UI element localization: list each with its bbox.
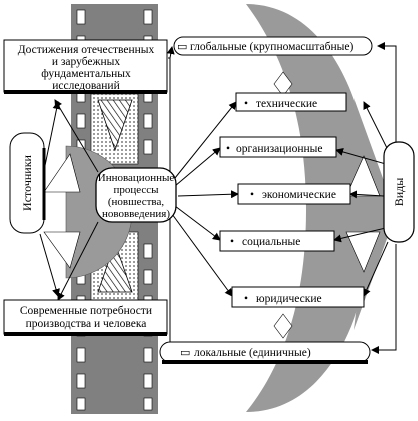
type-item-social: • социальные — [219, 230, 335, 252]
center-line-3: (новшества, — [108, 196, 164, 208]
item-bullet: • — [230, 236, 234, 248]
types-box: Виды — [383, 141, 415, 243]
center-box-innovation-processes: Инновационные процессы (новшества, новов… — [95, 167, 177, 223]
needs-line-1: Современные потребности — [20, 305, 152, 317]
local-label: локальные (единичные) — [194, 347, 311, 359]
global-types-box: ▭ глобальные (крупномасштабные) — [173, 36, 373, 56]
global-marker: ▭ — [177, 41, 187, 53]
types-label: Виды — [392, 178, 406, 207]
needs-line-2: производства и человека — [26, 318, 147, 330]
center-line-1: Инновационные — [98, 172, 175, 184]
item-label-technical: технические — [256, 98, 317, 110]
source-box-fundamental-research: Достижения отечественных и зарубежных фу… — [3, 39, 168, 94]
source-box-modern-needs: Современные потребности производства и ч… — [3, 299, 168, 336]
sources-label: Источники — [20, 154, 34, 210]
types-arrow-triangle-upper — [345, 155, 381, 197]
fan-triangle-lower — [43, 231, 81, 269]
fundamental-line-3: фундаментальных — [41, 68, 131, 80]
types-arrow-shape — [354, 98, 396, 330]
fundamental-line-1: Достижения отечественных — [18, 44, 155, 56]
fundamental-line-2: и зарубежных — [52, 56, 121, 68]
crescent-diamond-bottom — [273, 313, 293, 339]
type-item-legal: • юридические — [231, 286, 365, 308]
triangle-down-hatched — [97, 99, 133, 152]
item-label-economic: экономические — [262, 189, 336, 201]
connectors — [39, 42, 397, 354]
fundamental-line-4: исследований — [52, 80, 120, 92]
triangle-up-hatched — [97, 241, 133, 293]
item-label-organizational: организационные — [236, 143, 322, 155]
center-line-2: процессы — [113, 184, 159, 196]
fan-triangle-upper — [43, 153, 81, 193]
type-item-economic: • экономические — [237, 183, 351, 205]
local-marker: ▭ — [180, 347, 190, 359]
center-line-4: нововведения) — [102, 208, 170, 220]
type-item-organizational: • организационные — [219, 136, 337, 158]
item-label-social: социальные — [242, 236, 300, 248]
global-label: глобальные (крупномасштабные) — [190, 41, 353, 53]
item-bullet: • — [244, 293, 248, 305]
types-arrow-triangle-lower — [345, 231, 381, 273]
type-item-technical: • технические — [235, 92, 347, 112]
item-bullet: • — [244, 98, 248, 110]
local-types-box: ▭ локальные (единичные) — [159, 341, 371, 364]
item-label-legal: юридические — [256, 293, 322, 305]
item-bullet: • — [250, 189, 254, 201]
sources-box: Источники — [9, 132, 46, 234]
item-bullet: • — [226, 143, 230, 155]
